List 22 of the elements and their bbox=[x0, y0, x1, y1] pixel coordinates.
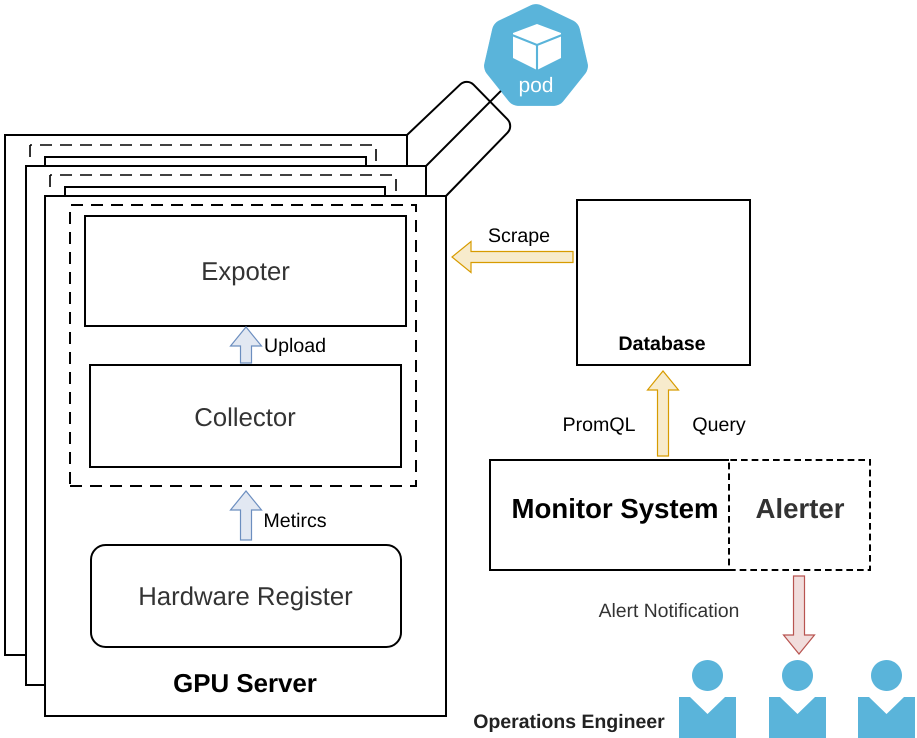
block-arrow bbox=[451, 240, 574, 274]
process-box: Monitor System bbox=[489, 459, 729, 571]
process-box: Database bbox=[576, 199, 751, 366]
block-arrow bbox=[646, 370, 680, 457]
block-arrow bbox=[782, 575, 816, 655]
edge-label: Scrape bbox=[488, 228, 550, 246]
person-icon bbox=[769, 660, 826, 738]
edge-label: Upload bbox=[265, 338, 325, 356]
block-arrow bbox=[229, 490, 263, 541]
rounded-box: Hardware Register bbox=[90, 544, 402, 648]
edge-label: Metircs bbox=[265, 512, 326, 528]
edge-label: Alert Notification bbox=[598, 602, 738, 618]
dashed-box: Alerter bbox=[728, 459, 871, 571]
person-icon bbox=[858, 660, 915, 738]
connector-line bbox=[425, 90, 502, 196]
process-box: Expoter bbox=[84, 215, 407, 327]
edge-label: PromQL bbox=[564, 417, 635, 435]
block-arrow bbox=[229, 326, 263, 364]
text-label: Query bbox=[693, 417, 746, 436]
person-label: Operations Engineer bbox=[474, 714, 664, 732]
person-icon bbox=[679, 660, 736, 738]
process-box: Collector bbox=[89, 364, 402, 468]
